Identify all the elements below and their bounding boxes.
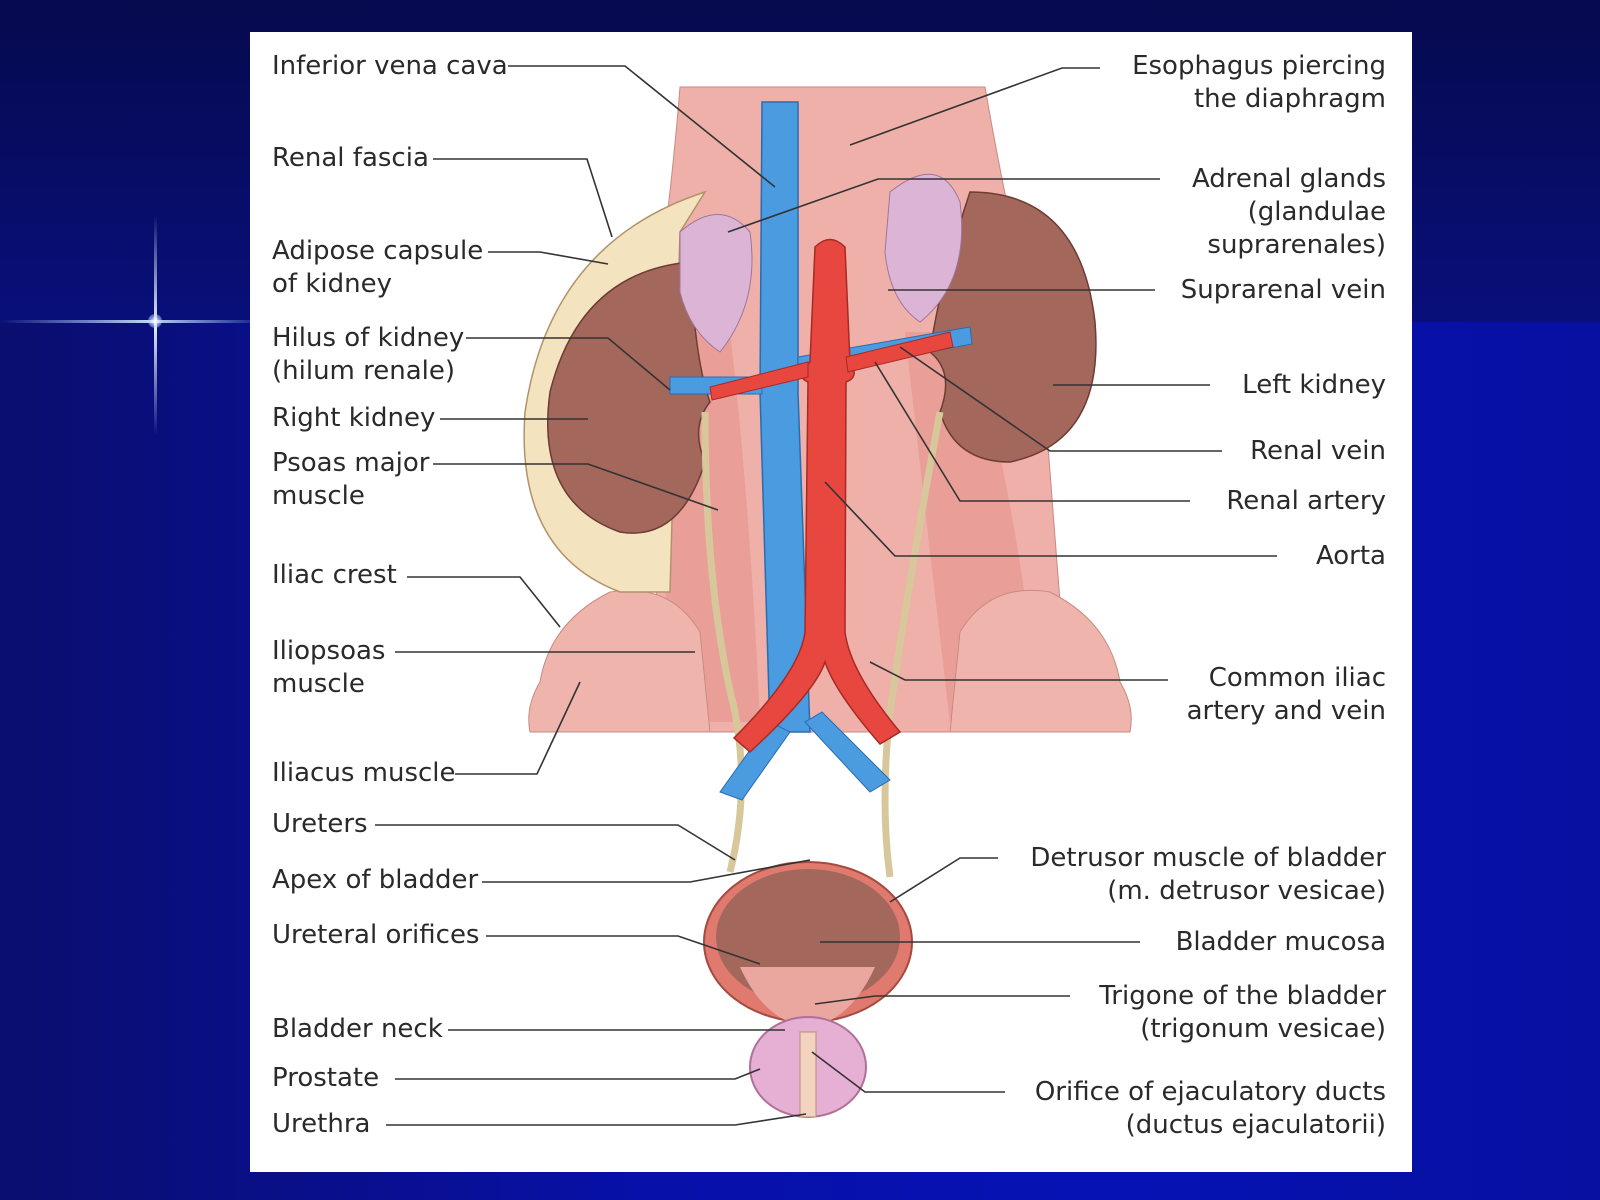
label-iliacus-muscle: Iliacus muscle <box>272 758 456 788</box>
label-ureters: Ureters <box>272 809 368 839</box>
anatomy-illustration <box>375 65 1277 1126</box>
label-right-kidney: Right kidney <box>272 403 436 433</box>
iliac-wing-right <box>949 589 1132 733</box>
label-aorta: Aorta <box>1315 541 1386 571</box>
label-iliac-crest: Iliac crest <box>272 560 397 590</box>
label-urethra: Urethra <box>272 1109 371 1139</box>
ureter-left <box>881 411 944 878</box>
adrenal-right <box>679 214 753 353</box>
leader-lines-right <box>727 67 1277 1093</box>
renal-artery-shape <box>709 331 954 401</box>
urethra-shape <box>799 1031 817 1118</box>
label-renal-artery: Renal artery <box>1226 486 1386 516</box>
diagram-panel: Inferior vena cava Renal fascia Adipose … <box>250 32 1412 1172</box>
label-prostate: Prostate <box>272 1063 380 1093</box>
lens-flare-horizontal <box>0 320 250 323</box>
label-ejaculatory-ducts: Orifice of ejaculatory ducts(ductus ejac… <box>1034 1077 1386 1140</box>
label-detrusor-muscle: Detrusor muscle of bladder(m. detrusor v… <box>1030 843 1386 906</box>
label-apex-of-bladder: Apex of bladder <box>272 865 479 895</box>
label-ureteral-orifices: Ureteral orifices <box>272 920 480 950</box>
iliac-wing-left <box>528 589 711 733</box>
lens-flare-core <box>148 314 162 328</box>
ureter-right <box>701 411 745 873</box>
label-renal-fascia: Renal fascia <box>272 143 429 173</box>
right-kidney <box>547 261 711 534</box>
label-inferior-vena-cava: Inferior vena cava <box>272 51 508 81</box>
trigone-shape <box>740 967 875 1027</box>
common-iliac-vein-left <box>719 721 791 801</box>
leader-lines-left <box>375 65 811 1126</box>
left-kidney <box>929 191 1097 463</box>
label-left-kidney: Left kidney <box>1242 370 1386 400</box>
common-iliac-vein-right <box>804 711 891 793</box>
label-renal-vein: Renal vein <box>1250 436 1386 466</box>
label-bladder-neck: Bladder neck <box>272 1014 443 1044</box>
label-hilus-of-kidney: Hilus of kidney(hilum renale) <box>272 323 465 386</box>
label-suprarenal-vein: Suprarenal vein <box>1180 275 1386 305</box>
adrenal-left <box>884 173 963 323</box>
label-trigone: Trigone of the bladder(trigonum vesicae) <box>1099 981 1386 1044</box>
label-bladder-mucosa: Bladder mucosa <box>1175 927 1386 957</box>
